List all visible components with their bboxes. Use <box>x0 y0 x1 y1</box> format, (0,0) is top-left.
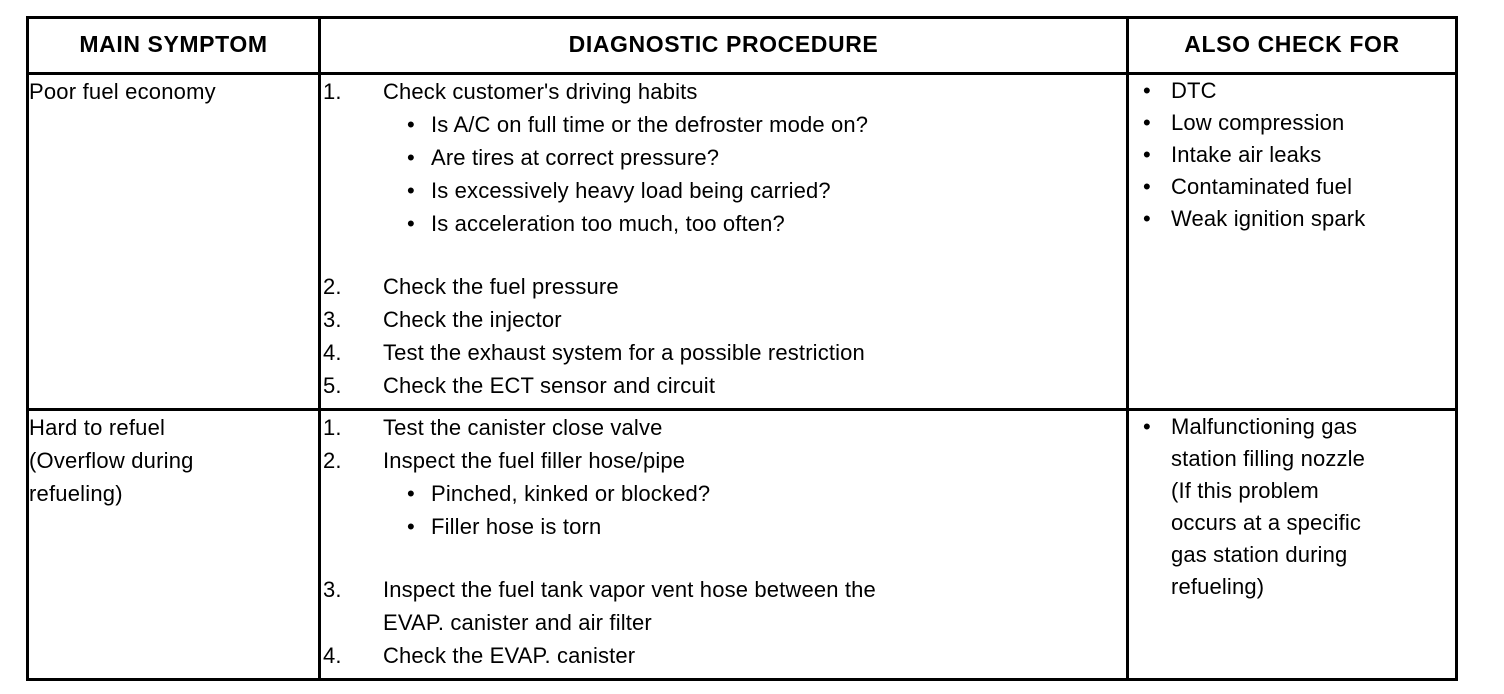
sub-bullet-item: • Is A/C on full time or the defroster m… <box>405 108 1126 141</box>
bullet-icon: • <box>1143 414 1151 439</box>
step-text: Check the fuel pressure <box>383 274 619 299</box>
also-check-text: Intake air leaks <box>1171 142 1322 167</box>
procedure-step: 5. Check the ECT sensor and circuit <box>321 369 1126 402</box>
column-header-main-symptom: MAIN SYMPTOM <box>26 16 321 75</box>
procedure-step: 4. Test the exhaust system for a possibl… <box>321 336 1126 369</box>
step-number: 1. <box>323 415 342 440</box>
also-check-text: Weak ignition spark <box>1171 206 1366 231</box>
bullet-icon: • <box>1143 110 1151 135</box>
also-check-item: • Intake air leaks <box>1141 139 1455 171</box>
procedure-step: 3. Check the injector <box>321 303 1126 336</box>
step-number: 4. <box>323 643 342 668</box>
procedure-step: 4. Check the EVAP. canister <box>321 639 1126 672</box>
procedure-step-group-one: 1. Check customer's driving habits • Is … <box>321 75 1126 240</box>
step-number: 4. <box>323 340 342 365</box>
step-text: Inspect the fuel tank vapor vent hose be… <box>383 577 876 635</box>
symptom-cell: Hard to refuel (Overflow during refuelin… <box>26 408 321 681</box>
procedure-step: 3. Inspect the fuel tank vapor vent hose… <box>321 573 1126 639</box>
also-check-text: Malfunctioning gas station filling nozzl… <box>1171 414 1366 599</box>
bullet-icon: • <box>407 481 415 506</box>
step-text: Check customer's driving habits <box>383 79 698 104</box>
procedure-step-group-one: 1. Test the canister close valve 2. Insp… <box>321 411 1126 543</box>
also-check-item: • DTC <box>1141 75 1455 107</box>
bullet-icon: • <box>1143 142 1151 167</box>
procedure-step: 2. Inspect the fuel filler hose/pipe • P… <box>321 444 1126 543</box>
also-check-for-list: • Malfunctioning gas station filling noz… <box>1129 411 1455 603</box>
step-text: Inspect the fuel filler hose/pipe <box>383 448 686 473</box>
sub-bullet-text: Pinched, kinked or blocked? <box>431 481 711 506</box>
table-row: Poor fuel economy 1. Check customer's dr… <box>26 72 1458 411</box>
procedure-group-spacer <box>321 543 1126 573</box>
procedure-step: 1. Test the canister close valve <box>321 411 1126 444</box>
step-number: 3. <box>323 307 342 332</box>
sub-bullet-text: Filler hose is torn <box>431 514 602 539</box>
procedure-step: 2. Check the fuel pressure <box>321 270 1126 303</box>
sub-bullet-item: • Is acceleration too much, too often? <box>405 207 1126 240</box>
step-number: 3. <box>323 577 342 602</box>
also-check-text: Contaminated fuel <box>1171 174 1353 199</box>
also-check-item: • Low compression <box>1141 107 1455 139</box>
step-number: 1. <box>323 79 342 104</box>
sub-bullet-item: • Filler hose is torn <box>405 510 1126 543</box>
step-sub-bullet-list: • Pinched, kinked or blocked? • Filler h… <box>383 477 1126 543</box>
step-number: 5. <box>323 373 342 398</box>
procedure-cell: 1. Check customer's driving habits • Is … <box>318 72 1129 411</box>
symptom-text: Poor fuel economy <box>29 79 216 104</box>
procedure-step-group-two: 3. Inspect the fuel tank vapor vent hose… <box>321 573 1126 672</box>
also-check-text: Low compression <box>1171 110 1345 135</box>
bullet-icon: • <box>1143 206 1151 231</box>
sub-bullet-text: Is acceleration too much, too often? <box>431 211 785 236</box>
troubleshooting-table: MAIN SYMPTOM DIAGNOSTIC PROCEDURE ALSO C… <box>26 16 1458 681</box>
bullet-icon: • <box>407 211 415 236</box>
table-row: Hard to refuel (Overflow during refuelin… <box>26 408 1458 681</box>
procedure-step: 1. Check customer's driving habits • Is … <box>321 75 1126 240</box>
procedure-cell: 1. Test the canister close valve 2. Insp… <box>318 408 1129 681</box>
table-header-row: MAIN SYMPTOM DIAGNOSTIC PROCEDURE ALSO C… <box>26 16 1458 75</box>
symptom-text: Hard to refuel (Overflow during refuelin… <box>29 415 194 506</box>
step-number: 2. <box>323 274 342 299</box>
sub-bullet-item: • Is excessively heavy load being carrie… <box>405 174 1126 207</box>
also-check-for-list: • DTC • Low compression • Intake air lea… <box>1129 75 1455 235</box>
bullet-icon: • <box>407 178 415 203</box>
sub-bullet-item: • Pinched, kinked or blocked? <box>405 477 1126 510</box>
step-text: Test the canister close valve <box>383 415 663 440</box>
step-number: 2. <box>323 448 342 473</box>
bullet-icon: • <box>407 145 415 170</box>
column-header-also-check-for: ALSO CHECK FOR <box>1126 16 1458 75</box>
also-check-text: DTC <box>1171 78 1217 103</box>
step-sub-bullet-list: • Is A/C on full time or the defroster m… <box>383 108 1126 240</box>
bullet-icon: • <box>1143 174 1151 199</box>
procedure-step-group-two: 2. Check the fuel pressure 3. Check the … <box>321 270 1126 402</box>
bullet-icon: • <box>407 514 415 539</box>
also-check-for-cell: • DTC • Low compression • Intake air lea… <box>1126 72 1458 411</box>
also-check-item: • Weak ignition spark <box>1141 203 1455 235</box>
step-text: Test the exhaust system for a possible r… <box>383 340 865 365</box>
column-header-diagnostic-procedure: DIAGNOSTIC PROCEDURE <box>318 16 1129 75</box>
sub-bullet-item: • Are tires at correct pressure? <box>405 141 1126 174</box>
sub-bullet-text: Are tires at correct pressure? <box>431 145 720 170</box>
sub-bullet-text: Is A/C on full time or the defroster mod… <box>431 112 869 137</box>
also-check-item: • Contaminated fuel <box>1141 171 1455 203</box>
step-text: Check the injector <box>383 307 562 332</box>
bullet-icon: • <box>1143 78 1151 103</box>
also-check-item: • Malfunctioning gas station filling noz… <box>1141 411 1455 603</box>
symptom-cell: Poor fuel economy <box>26 72 321 411</box>
procedure-group-spacer <box>321 240 1126 270</box>
bullet-icon: • <box>407 112 415 137</box>
also-check-for-cell: • Malfunctioning gas station filling noz… <box>1126 408 1458 681</box>
step-text: Check the EVAP. canister <box>383 643 636 668</box>
sub-bullet-text: Is excessively heavy load being carried? <box>431 178 831 203</box>
step-text: Check the ECT sensor and circuit <box>383 373 716 398</box>
